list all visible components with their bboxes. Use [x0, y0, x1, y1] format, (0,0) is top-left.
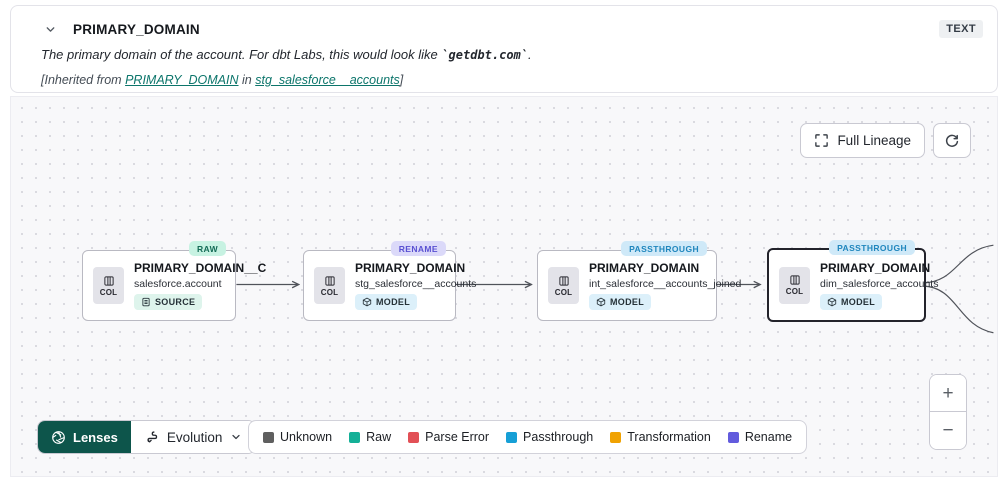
- source-icon: [141, 297, 151, 307]
- inherited-from-line: [Inherited from PRIMARY_DOMAIN in stg_sa…: [41, 73, 403, 87]
- refresh-button[interactable]: [933, 123, 971, 158]
- fullscreen-icon: [814, 133, 829, 148]
- node-subtitle: int_salesforce__accounts_joined: [589, 278, 742, 290]
- zoom-controls: + −: [929, 374, 967, 450]
- resource-type-label: SOURCE: [155, 297, 196, 307]
- status-badge: PASSTHROUGH: [829, 240, 915, 255]
- column-chip: COL: [314, 267, 345, 304]
- legend-swatch: [408, 431, 420, 443]
- legend-label: Passthrough: [523, 430, 594, 444]
- legend-swatch: [349, 431, 361, 443]
- model-cube-icon: [362, 297, 372, 307]
- route-icon: [144, 430, 159, 445]
- column-title: PRIMARY_DOMAIN: [73, 21, 200, 37]
- legend-item: Unknown: [263, 430, 332, 444]
- column-type-badge: TEXT: [939, 20, 983, 38]
- col-chip-label: COL: [554, 287, 573, 297]
- legend-label: Rename: [744, 430, 793, 444]
- chevron-down-icon: [230, 431, 242, 443]
- column-details-card: PRIMARY_DOMAIN TEXT The primary domain o…: [10, 5, 998, 93]
- aperture-icon: [51, 430, 66, 445]
- legend-label: Parse Error: [425, 430, 490, 444]
- status-badge: PASSTHROUGH: [621, 241, 707, 256]
- full-lineage-label: Full Lineage: [837, 133, 911, 148]
- column-chip: COL: [548, 267, 579, 304]
- legend-label: Transformation: [627, 430, 711, 444]
- description-text: The primary domain of the account. For d…: [41, 47, 442, 62]
- columns-icon: [558, 275, 570, 287]
- legend-swatch: [727, 431, 739, 443]
- inherited-column-link[interactable]: PRIMARY_DOMAIN: [125, 73, 239, 87]
- lenses-button[interactable]: Lenses: [38, 421, 131, 453]
- node-title: PRIMARY_DOMAIN__C: [134, 261, 267, 275]
- refresh-icon: [944, 133, 960, 149]
- legend-item: Transformation: [610, 430, 711, 444]
- inherited-suffix: ]: [399, 73, 404, 87]
- resource-type-label: MODEL: [376, 297, 410, 307]
- zoom-out-button[interactable]: −: [930, 412, 966, 449]
- status-badge: RAW: [188, 241, 226, 256]
- resource-type-badge: SOURCE: [134, 294, 203, 310]
- model-cube-icon: [596, 297, 606, 307]
- col-chip-label: COL: [785, 287, 804, 296]
- node-title: PRIMARY_DOMAIN: [589, 261, 700, 275]
- description-period: .: [528, 47, 532, 62]
- column-chip: COL: [93, 267, 124, 304]
- description-code: `getdbt.com`: [441, 48, 529, 62]
- columns-icon: [789, 274, 801, 286]
- legend-item: Raw: [349, 430, 391, 444]
- lineage-node-dim-selected[interactable]: PASSTHROUGH COL PRIMARY_DOMAIN dim_sales…: [767, 240, 938, 322]
- legend-label: Raw: [366, 430, 392, 444]
- lineage-node-source[interactable]: RAW COL PRIMARY_DOMAIN__C salesforce.acc…: [82, 241, 266, 321]
- columns-icon: [324, 275, 336, 287]
- node-subtitle: dim_salesforce_accounts: [820, 277, 939, 290]
- legend-swatch: [263, 431, 274, 443]
- legend-item: Parse Error: [408, 430, 489, 444]
- collapse-chevron-icon[interactable]: [39, 18, 61, 40]
- inherited-middle: in: [238, 73, 256, 87]
- lens-selector-dropdown[interactable]: Evolution: [130, 421, 256, 453]
- status-badge: RENAME: [390, 241, 446, 256]
- resource-type-badge: MODEL: [820, 293, 882, 310]
- lenses-label: Lenses: [73, 429, 118, 445]
- legend-swatch: [610, 431, 622, 443]
- columns-icon: [103, 275, 115, 287]
- resource-type-badge: MODEL: [589, 294, 651, 310]
- col-chip-label: COL: [320, 287, 339, 297]
- full-lineage-button[interactable]: Full Lineage: [800, 123, 925, 158]
- resource-type-label: MODEL: [841, 296, 875, 307]
- resource-type-label: MODEL: [610, 297, 644, 307]
- legend-label: Unknown: [280, 430, 333, 444]
- resource-type-badge: MODEL: [355, 294, 417, 310]
- selected-lens-label: Evolution: [166, 429, 223, 445]
- model-cube-icon: [827, 297, 837, 307]
- lineage-node-int[interactable]: PASSTHROUGH COL PRIMARY_DOMAIN int_sales…: [537, 241, 741, 321]
- node-title: PRIMARY_DOMAIN: [820, 260, 931, 275]
- node-title: PRIMARY_DOMAIN: [355, 261, 466, 275]
- inherited-prefix: [Inherited from: [41, 73, 126, 87]
- zoom-in-button[interactable]: +: [930, 375, 966, 412]
- legend-swatch: [506, 431, 518, 443]
- node-subtitle: salesforce.account: [134, 278, 222, 290]
- col-chip-label: COL: [99, 287, 118, 297]
- legend-item: Rename: [727, 430, 793, 444]
- column-chip: COL: [779, 266, 810, 304]
- inherited-model-link[interactable]: stg_salesforce__accounts: [255, 73, 400, 87]
- lineage-canvas[interactable]: Full Lineage RAW COL PRIMARY_DOMAIN__C s…: [10, 96, 998, 477]
- legend-item: Passthrough: [506, 430, 593, 444]
- lens-control: Lenses Evolution: [37, 420, 257, 454]
- evolution-legend: Unknown Raw Parse Error Passthrough Tran…: [248, 420, 808, 454]
- lineage-node-stg[interactable]: RENAME COL PRIMARY_DOMAIN stg_salesforce…: [303, 241, 476, 321]
- node-subtitle: stg_salesforce__accounts: [355, 278, 477, 290]
- column-description: The primary domain of the account. For d…: [41, 47, 532, 62]
